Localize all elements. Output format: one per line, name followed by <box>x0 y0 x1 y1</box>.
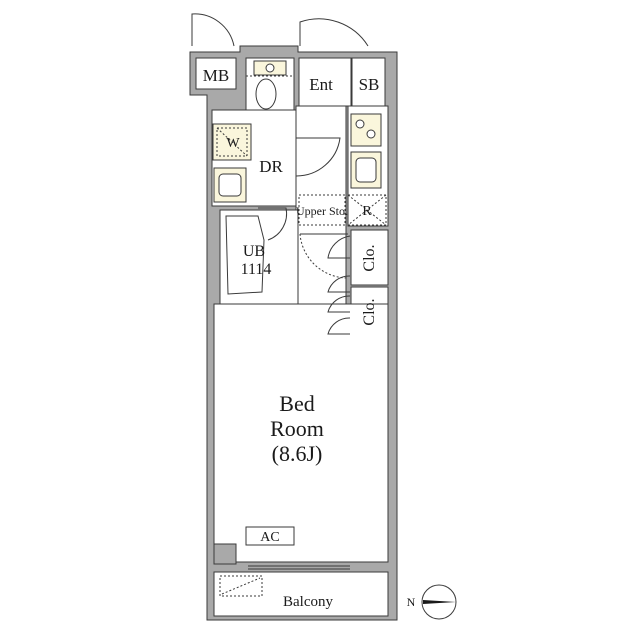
upper-sto-label: Upper Sto. <box>296 204 348 218</box>
outdoor-unit-diagonal <box>221 577 261 595</box>
shoe-box <box>351 57 386 107</box>
bedroom <box>213 303 389 563</box>
ub-door-swing <box>258 207 288 241</box>
outdoor-unit <box>219 575 263 597</box>
refrigerator-space <box>347 194 387 226</box>
ent-label: Ent <box>309 75 333 94</box>
mb-door-swing <box>191 13 235 47</box>
ac-label: AC <box>260 530 279 545</box>
dr-door-swing <box>295 137 341 177</box>
mb-label: MB <box>203 66 229 85</box>
closet-upper-label: Clo. <box>361 244 378 271</box>
upper-storage <box>298 194 346 226</box>
toilet-tank-knob <box>265 63 275 73</box>
w-label: W <box>226 136 240 151</box>
closet-door-swing-2 <box>327 275 351 293</box>
balcony-area <box>213 571 389 617</box>
washer-diagonal <box>216 127 248 157</box>
closet-upper <box>350 229 389 286</box>
closet-door-swing-3 <box>327 295 351 313</box>
bedroom-label-line1: Bed <box>279 391 314 416</box>
ac-unit <box>245 526 295 546</box>
kitchen-sink-basin <box>355 157 377 183</box>
sb-label: SB <box>359 75 380 94</box>
bedroom-label-line2: Room <box>270 416 324 441</box>
entrance-door-swing <box>299 18 369 47</box>
stove <box>350 113 382 147</box>
closet-lower-label: Clo. <box>361 298 378 325</box>
north-label: N <box>407 595 416 609</box>
bathtub <box>225 215 265 295</box>
bedroom-door-swing <box>299 233 349 279</box>
burner-1 <box>355 119 365 129</box>
fridge-diag-2 <box>347 194 387 226</box>
toilet-bowl <box>255 78 277 110</box>
closet-door-swing-4 <box>327 317 351 335</box>
ub-label: UB <box>243 243 265 260</box>
compass-needle-icon <box>423 600 456 604</box>
burner-2 <box>366 129 376 139</box>
closet-door-swing-1 <box>327 235 351 259</box>
ub-size-label: 1114 <box>241 261 272 278</box>
bedroom-label-line3: (8.6J) <box>272 441 323 466</box>
vanity-basin <box>218 173 242 197</box>
mb-closet <box>195 57 237 90</box>
corridor <box>295 105 347 343</box>
balcony-label: Balcony <box>283 594 333 610</box>
entrance <box>298 57 352 107</box>
corner-column <box>213 543 237 565</box>
r-label: R <box>362 204 372 219</box>
washer-inner <box>216 127 248 157</box>
dr-label: DR <box>259 157 283 176</box>
